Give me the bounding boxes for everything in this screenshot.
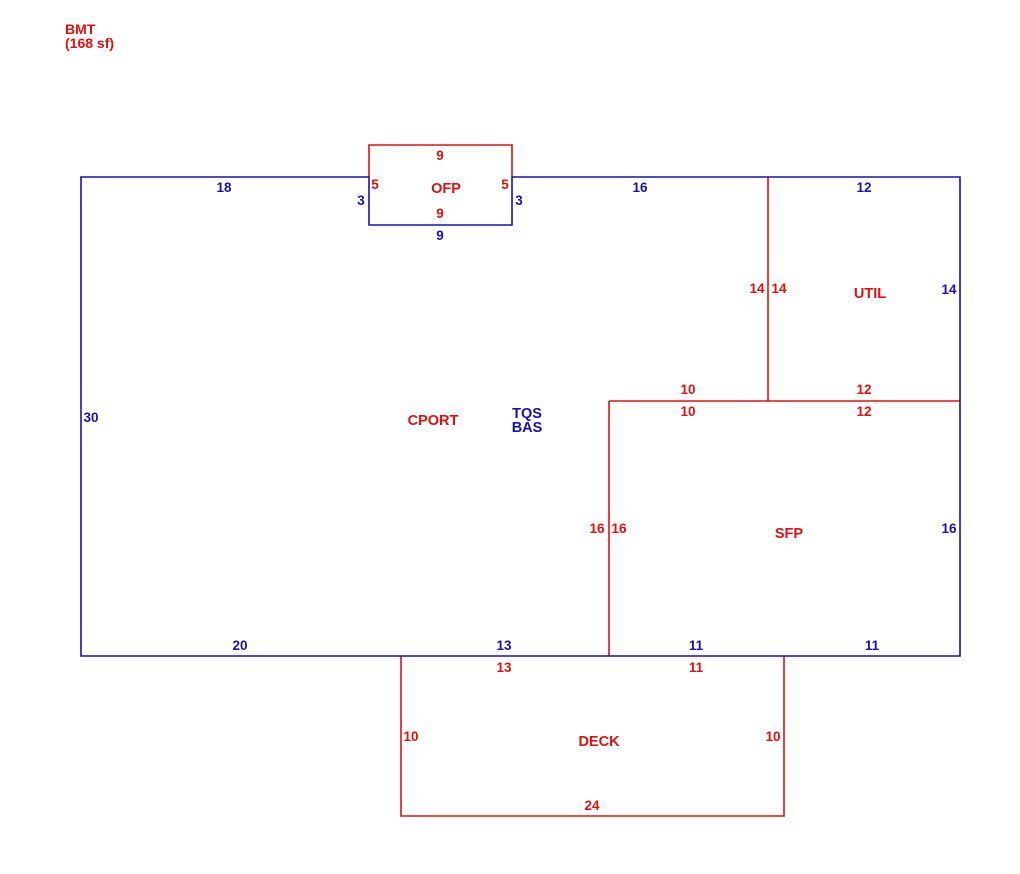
dim-util-left-b: 14 [771, 281, 787, 296]
deck-outline [400, 656, 785, 817]
dim-bas-bottom-d: 11 [865, 638, 880, 653]
area-label-deck: DECK [578, 734, 620, 750]
dim-cport-side: 16 [589, 521, 605, 536]
dim-bas-bottom-c: 11 [689, 638, 704, 653]
dim-bas-left: 30 [83, 410, 98, 425]
dim-deck-right: 10 [765, 729, 780, 744]
dim-bas-top-left: 18 [216, 180, 232, 195]
sketch-note: BMT (168 sf) [65, 22, 114, 50]
dim-notch-left: 3 [357, 193, 365, 208]
area-label-bas: BAS [512, 420, 543, 436]
dim-deck-top-left: 13 [496, 660, 512, 675]
dim-bas-bottom-b: 13 [496, 638, 512, 653]
dim-sfp-top-util: 12 [856, 404, 871, 419]
dim-ofp-bottom: 9 [436, 206, 444, 221]
area-label-sfp: SFP [775, 526, 804, 542]
area-label-util: UTIL [854, 286, 886, 302]
blue-dimension-labels: 18 16 12 30 14 16 20 13 11 11 3 3 9 [83, 180, 957, 653]
dim-notch-bottom: 9 [436, 228, 444, 243]
dim-cport-step: 10 [680, 382, 695, 397]
dim-ofp-right: 5 [501, 177, 509, 192]
blue-outline [80, 176, 961, 657]
area-label-cport: CPORT [408, 413, 459, 429]
dim-bas-right-upper: 14 [941, 282, 957, 297]
area-label-tqs: TQS [512, 406, 542, 422]
red-outlines [368, 144, 960, 817]
dim-notch-right: 3 [515, 193, 523, 208]
dim-ofp-top: 9 [436, 148, 444, 163]
note-area: (168 sf) [65, 35, 115, 51]
dim-sfp-left: 16 [611, 521, 627, 536]
dim-bas-top-right: 12 [856, 180, 871, 195]
dim-deck-top-right: 11 [689, 660, 704, 675]
dim-util-bottom: 12 [856, 382, 871, 397]
area-labels: OFP CPORT TQS BAS UTIL SFP DECK [408, 181, 887, 750]
area-label-ofp: OFP [431, 181, 461, 197]
note-title: BMT [65, 21, 96, 37]
dim-bas-right-lower: 16 [941, 521, 957, 536]
dim-sfp-top-left: 10 [680, 404, 695, 419]
dim-bas-top-mid: 16 [632, 180, 648, 195]
dim-ofp-left: 5 [371, 177, 379, 192]
dim-util-left-a: 14 [749, 281, 765, 296]
dim-bas-bottom-a: 20 [232, 638, 247, 653]
dim-deck-left: 10 [403, 729, 418, 744]
ofp-outline [368, 144, 513, 177]
bas-perimeter [80, 176, 961, 657]
dim-deck-bottom: 24 [584, 798, 600, 813]
red-dimension-labels: 9 9 5 5 14 14 12 12 10 10 16 16 13 11 10… [371, 148, 871, 813]
